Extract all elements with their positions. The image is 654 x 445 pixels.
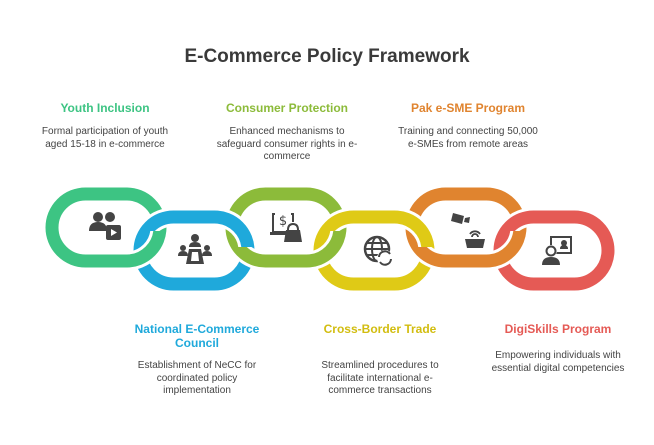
- label-desc: Establishment of NeCC for coordinated po…: [137, 360, 257, 396]
- users-video-icon: [89, 212, 121, 240]
- label-desc: Empowering individuals with essential di…: [491, 350, 625, 374]
- laptop-dollar-lock-icon: $: [270, 213, 302, 242]
- label-desc: Enhanced mechanisms to safeguard consume…: [216, 126, 358, 162]
- label-title: Cross-Border Trade: [323, 322, 437, 336]
- online-learning-icon: [542, 236, 572, 265]
- label-title: DigiSkills Program: [504, 322, 612, 336]
- diagram-title: E-Commerce Policy Framework: [184, 46, 470, 67]
- label-desc: Streamlined procedures to facilitate int…: [321, 360, 439, 396]
- label-cross-border: Cross-Border Trade Streamlined procedure…: [305, 322, 455, 398]
- label-desc: Training and connecting 50,000 e-SMEs fr…: [398, 126, 538, 150]
- label-pak-esme: Pak e-SME Program Training and connectin…: [393, 101, 543, 151]
- label-title: Youth Inclusion: [60, 101, 150, 115]
- label-desc: Formal participation of youth aged 15-18…: [41, 126, 169, 150]
- label-necc: National E-Commerce Council Establishmen…: [122, 322, 272, 398]
- label-title: Pak e-SME Program: [410, 101, 526, 115]
- label-title: National E-Commerce Council: [134, 322, 260, 350]
- label-title: Consumer Protection: [225, 101, 348, 115]
- globe-sync-icon: [363, 235, 393, 266]
- camera-basket-icon: [451, 213, 485, 248]
- svg-text:$: $: [279, 214, 287, 229]
- label-youth-inclusion: Youth Inclusion Formal participation of …: [30, 101, 180, 151]
- label-digiskills: DigiSkills Program Empowering individual…: [483, 322, 633, 375]
- meeting-icon: [178, 234, 212, 264]
- label-consumer-protection: Consumer Protection Enhanced mechanisms …: [212, 101, 362, 164]
